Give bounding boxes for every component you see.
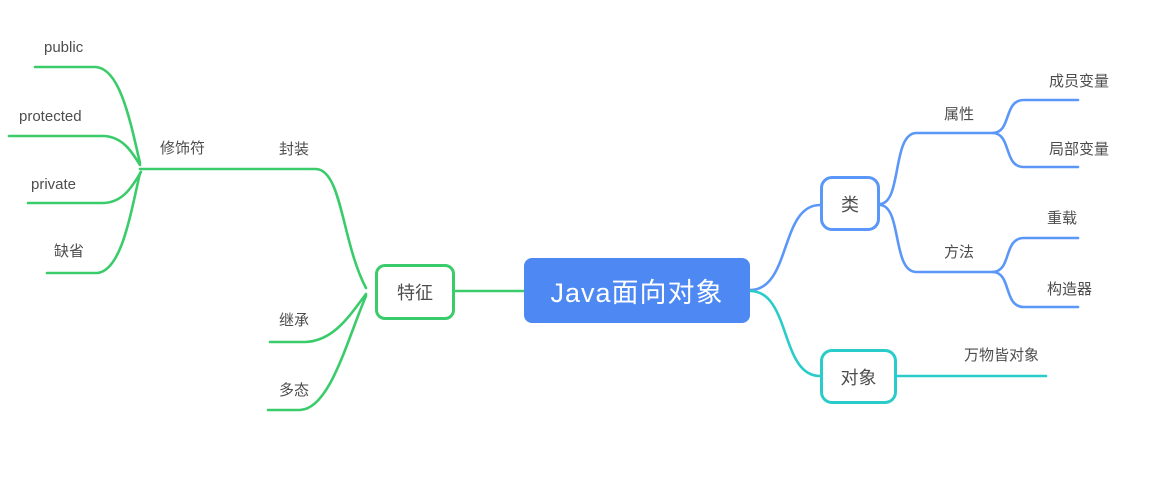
edge-protected: [7, 134, 142, 167]
topic-object[interactable]: 对象: [820, 349, 897, 404]
edge-class-method: [878, 203, 995, 274]
topic-everything-is-object[interactable]: 万物皆对象: [964, 347, 1040, 364]
edge-class-attribute: [878, 131, 995, 206]
edge-member-variable: [991, 98, 1080, 135]
topic-private[interactable]: private: [31, 176, 77, 193]
topic-inheritance[interactable]: 继承: [279, 312, 310, 329]
edge-root-class: [748, 203, 822, 292]
edge-constructor: [991, 270, 1080, 309]
topic-feature[interactable]: 特征: [375, 264, 455, 320]
topic-method[interactable]: 方法: [944, 244, 975, 261]
root-topic[interactable]: Java面向对象: [524, 258, 750, 323]
edge-local-variable: [991, 131, 1080, 169]
edge-default: [45, 171, 142, 275]
edge-modifier-encapsulation: [138, 167, 368, 290]
topic-overload[interactable]: 重载: [1047, 210, 1078, 227]
topic-default[interactable]: 缺省: [54, 243, 85, 260]
topic-encapsulation[interactable]: 封装: [279, 141, 310, 158]
topic-polymorphism[interactable]: 多态: [279, 382, 310, 399]
topic-attribute[interactable]: 属性: [944, 106, 975, 123]
edge-overload: [991, 236, 1080, 274]
edge-root-object: [748, 289, 822, 378]
topic-class[interactable]: 类: [820, 176, 880, 231]
topic-public[interactable]: public: [44, 39, 84, 56]
topic-constructor[interactable]: 构造器: [1047, 281, 1093, 298]
edge-polymorphism: [266, 294, 368, 412]
edge-public: [33, 65, 142, 165]
topic-protected[interactable]: protected: [19, 108, 82, 125]
edge-inheritance: [268, 292, 368, 344]
topic-modifier[interactable]: 修饰符: [160, 140, 206, 157]
topic-local-variable[interactable]: 局部变量: [1049, 141, 1110, 158]
topic-member-variable[interactable]: 成员变量: [1049, 73, 1110, 90]
